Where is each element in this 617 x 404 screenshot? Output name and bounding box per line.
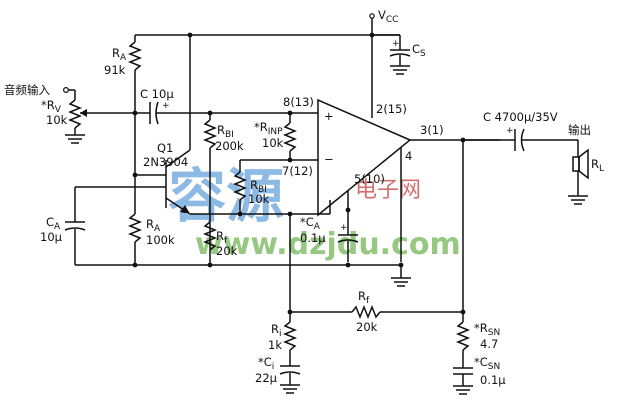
rbi-top-label: RBI [217,123,234,140]
vcc-rail [135,13,400,105]
watermark-logo: 容源 [168,162,284,230]
input-pot-rv [62,86,150,144]
snubber [453,321,473,395]
rbi-bot-value: 10k [248,192,270,206]
watermark-url: www.dzjdu.com [195,227,461,262]
resistor-ra-bot [127,175,143,268]
transistor-q1 [132,35,240,215]
rinp-value: 10k [262,136,284,150]
rf-value: 20k [356,320,378,334]
ca-mid-value: 0.1μ [300,231,326,245]
ri-value: 1k [268,338,282,352]
cap-cs [372,34,411,75]
ra-bot-value: 100k [146,233,175,247]
input-label: 音频输入 [4,83,50,97]
resistor-rinp [282,110,298,163]
cap-ca-mid [337,207,359,262]
rf-small-value: 20k [216,244,238,258]
c-out-label: C 4700μ/35V [483,110,558,124]
rv-label: *RV [41,98,62,115]
pin2-label: 2(15) [376,102,407,116]
cs-label: CS [412,42,426,59]
rv-value: 10k [46,113,68,127]
resistor-ra-top [127,35,143,175]
pin4-label: 4 [405,149,412,163]
ca-mid-label: *CA [300,215,321,232]
ra-top-value: 91k [104,63,126,77]
pin8-label: 8(13) [283,95,314,109]
ground-bus [75,262,411,287]
q1-label: Q1 [157,141,173,155]
cap-ca-left [64,186,166,265]
ra-bot-label: RA [146,217,161,234]
rf-label: Rf [358,289,370,306]
ri-label: Ri [271,322,282,339]
cs-plus: + [392,39,400,49]
c-in-plus: + [162,101,170,111]
c-out-plus: + [506,126,514,136]
resistor-rf-small [202,221,218,251]
output-label: 输出 [568,123,591,137]
rsn-value: 4.7 [480,337,498,351]
plus-input-sign: + [324,109,334,123]
ci-value: 22μ [255,371,278,385]
pin3-label: 3(1) [420,123,444,137]
rbi-top-value: 200k [215,139,244,153]
ra-top-label: RA [112,46,127,63]
ca-left-value: 10μ [40,230,63,244]
pin7-label: 7(12) [282,164,313,178]
ca-left-label: CA [46,215,61,232]
pin5-label: 5(10) [354,172,385,186]
output-node [460,137,466,322]
rf-small-label: Rf [216,229,228,246]
q1-part: 2N3904 [143,155,188,169]
resistor-rbi-top [202,113,218,265]
rl-label: RL [591,157,604,174]
rsn-label: *RSN [474,321,500,338]
csn-value: 0.1μ [480,373,506,387]
vcc-label: VCC [378,8,398,25]
output-cap [463,128,578,152]
watermark-subtitle: 电子网 [355,178,421,203]
resistor-rbi-bot [232,159,331,217]
speaker-rl [568,140,589,205]
ca-mid-plus: + [340,223,348,233]
c-in-label: C 10μ [140,87,174,101]
ci-label: *Ci [258,355,274,372]
rinp-label: *RINP [254,120,283,137]
rbi-bot-label: RBI [250,178,267,195]
minus-input-sign: − [324,152,334,166]
csn-label: *CSN [474,355,500,372]
